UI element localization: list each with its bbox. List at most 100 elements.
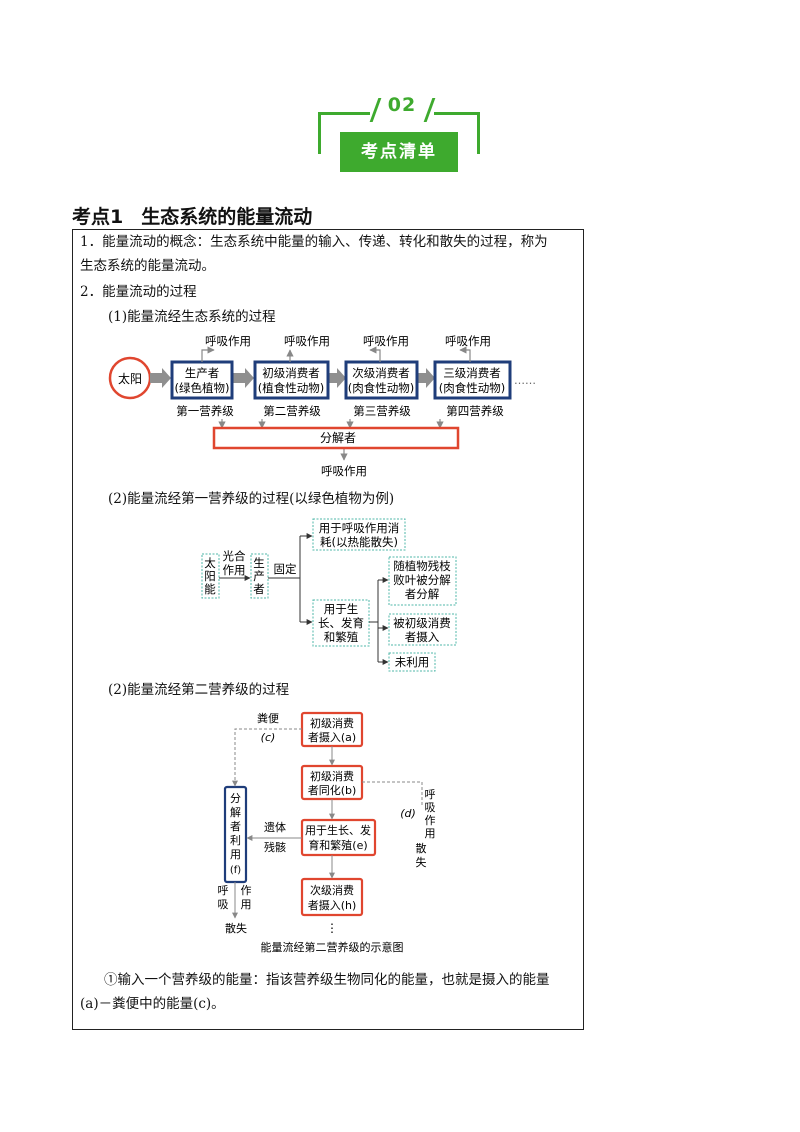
scatter-left: 散失 <box>225 921 247 935</box>
content-box <box>72 229 584 1030</box>
resp-producer: 呼吸作用 <box>205 334 251 348</box>
resp-left-1: 呼 <box>218 884 229 897</box>
remains-2: 残骸 <box>264 840 286 854</box>
growth-e-2: 育和繁殖(e) <box>308 838 367 852</box>
feces-line <box>232 728 302 787</box>
sun-energy-box <box>201 553 220 599</box>
eaten-1: 被初级消费 <box>393 616 451 630</box>
eaten-box <box>388 613 457 646</box>
resp-left-2: 吸 <box>218 898 229 911</box>
resp-secondary: 呼吸作用 <box>363 334 409 348</box>
primary-label: 初级消费者 <box>262 366 320 380</box>
resp-right-2: 吸 <box>425 801 436 814</box>
section-prefix: 考点1 <box>72 206 124 228</box>
arrow-sun-producer <box>150 368 171 388</box>
paragraph-3-line-1: ①输入一个营养级的能量：指该营养级生物同化的能量，也就是摄入的能量 <box>104 972 550 988</box>
producer-small-box <box>250 553 269 599</box>
resp-right-4: 用 <box>425 827 436 840</box>
photosynthesis-1: 光合 <box>223 549 246 563</box>
resp-arrow-tertiary <box>459 346 471 362</box>
unused-box <box>388 652 436 672</box>
resp-right-3: 作 <box>425 814 436 827</box>
paragraph-1-line-2: 生态系统的能量流动。 <box>80 258 215 274</box>
sun-energy-1: 太 <box>204 556 216 570</box>
badge-label: 考点清单 <box>340 132 458 172</box>
paragraph-2: 2．能量流动的过程 <box>80 284 197 300</box>
resp-use-1: 用于呼吸作用消 <box>319 521 400 535</box>
resp-tertiary: 呼吸作用 <box>445 334 491 348</box>
paragraph-3-line-2: (a)－粪便中的能量(c)。 <box>80 996 225 1012</box>
decomp-f-3: 者 <box>230 820 241 833</box>
secondary-consumer-box <box>344 360 419 400</box>
tertiary-label: 三级消费者 <box>443 366 501 380</box>
secondary-label: 次级消费者 <box>352 366 410 380</box>
growth-1: 用于生 <box>324 602 359 616</box>
decomposer-respiration: 呼吸作用 <box>321 464 367 478</box>
producer-small-2: 产 <box>253 569 265 583</box>
growth-box <box>312 599 370 647</box>
arrow-producer-primary <box>233 368 254 388</box>
producer-label: 生产者 <box>185 366 220 380</box>
tertiary-sublabel: (肉食性动物) <box>439 381 505 395</box>
residue-3: 者分解 <box>405 587 440 601</box>
level-1: 第一营养级 <box>176 404 234 418</box>
subheading-2: (2)能量流经第一营养级的过程(以绿色植物为例) <box>108 491 395 507</box>
dots: ⋮ <box>326 921 338 935</box>
residue-1: 随植物残枝 <box>393 559 451 573</box>
section-badge: 02 考点清单 <box>318 94 484 172</box>
decomposer-box <box>212 426 460 450</box>
assim-b-2: 者同化(b) <box>308 783 357 797</box>
d-label: (d) <box>400 807 416 820</box>
intake-h-1: 次级消费 <box>310 883 354 897</box>
decomp-f-4: 利 <box>230 834 241 847</box>
residue-box <box>388 556 457 606</box>
intake-h-2: 者摄入(h) <box>308 898 357 912</box>
feces-label: 粪便 <box>257 711 279 725</box>
scatter-right-1: 散 <box>416 841 427 855</box>
secondary-sublabel: (肉食性动物) <box>348 381 414 395</box>
resp-d-line <box>362 781 423 806</box>
intake-h-box <box>300 877 364 917</box>
unused-label: 未利用 <box>395 655 430 669</box>
sun-energy-2: 阳 <box>204 569 216 583</box>
growth-2: 长、发育 <box>318 616 364 630</box>
decomp-f-1: 分 <box>230 792 241 805</box>
tertiary-consumer-box <box>433 360 512 400</box>
producer-small-3: 者 <box>253 582 265 596</box>
level-2: 第二营养级 <box>263 404 321 418</box>
fix-label: 固定 <box>274 562 297 576</box>
growth-e-1: 用于生长、发 <box>305 823 371 837</box>
resp-right-1: 呼 <box>425 788 436 801</box>
intake-a-2: 者摄入(a) <box>308 730 356 744</box>
growth-3: 和繁殖 <box>324 630 359 644</box>
primary-consumer-box <box>253 360 330 400</box>
arrow-secondary-tertiary <box>418 368 435 388</box>
decomposer-label: 分解者 <box>320 431 356 445</box>
resp-use-2: 耗(以热能散失) <box>320 535 398 549</box>
decomp-f-5: 用 <box>230 848 241 861</box>
ellipsis: …… <box>514 374 536 387</box>
resp-left-3: 作 <box>241 884 252 897</box>
resp-arrow-producer <box>201 346 215 362</box>
section-title: 考点1 生态系统的能量流动 <box>72 202 312 229</box>
subheading-3: (2)能量流经第二营养级的过程 <box>108 682 290 698</box>
scatter-right-2: 失 <box>416 856 427 869</box>
sun-energy-3: 能 <box>204 582 216 596</box>
decomp-f-2: 解 <box>230 805 241 819</box>
assim-b-1: 初级消费 <box>310 769 354 783</box>
subheading-1: (1)能量流经生态系统的过程 <box>108 309 276 325</box>
resp-left-4: 用 <box>241 898 252 911</box>
resp-use-box <box>312 518 406 551</box>
level-3: 第三营养级 <box>353 404 411 418</box>
photosynthesis-2: 作用 <box>223 563 246 577</box>
paragraph-1-line-1: 1．能量流动的概念：生态系统中能量的输入、传递、转化和散失的过程，称为 <box>80 234 548 250</box>
producer-sublabel: (绿色植物) <box>175 381 230 395</box>
level-4: 第四营养级 <box>446 404 504 418</box>
intake-a-1: 初级消费 <box>310 716 354 730</box>
section-heading: 生态系统的能量流动 <box>141 206 313 228</box>
residue-2: 败叶被分解 <box>393 573 451 587</box>
c-label: (c) <box>261 731 276 744</box>
arrow-primary-secondary <box>329 368 346 388</box>
